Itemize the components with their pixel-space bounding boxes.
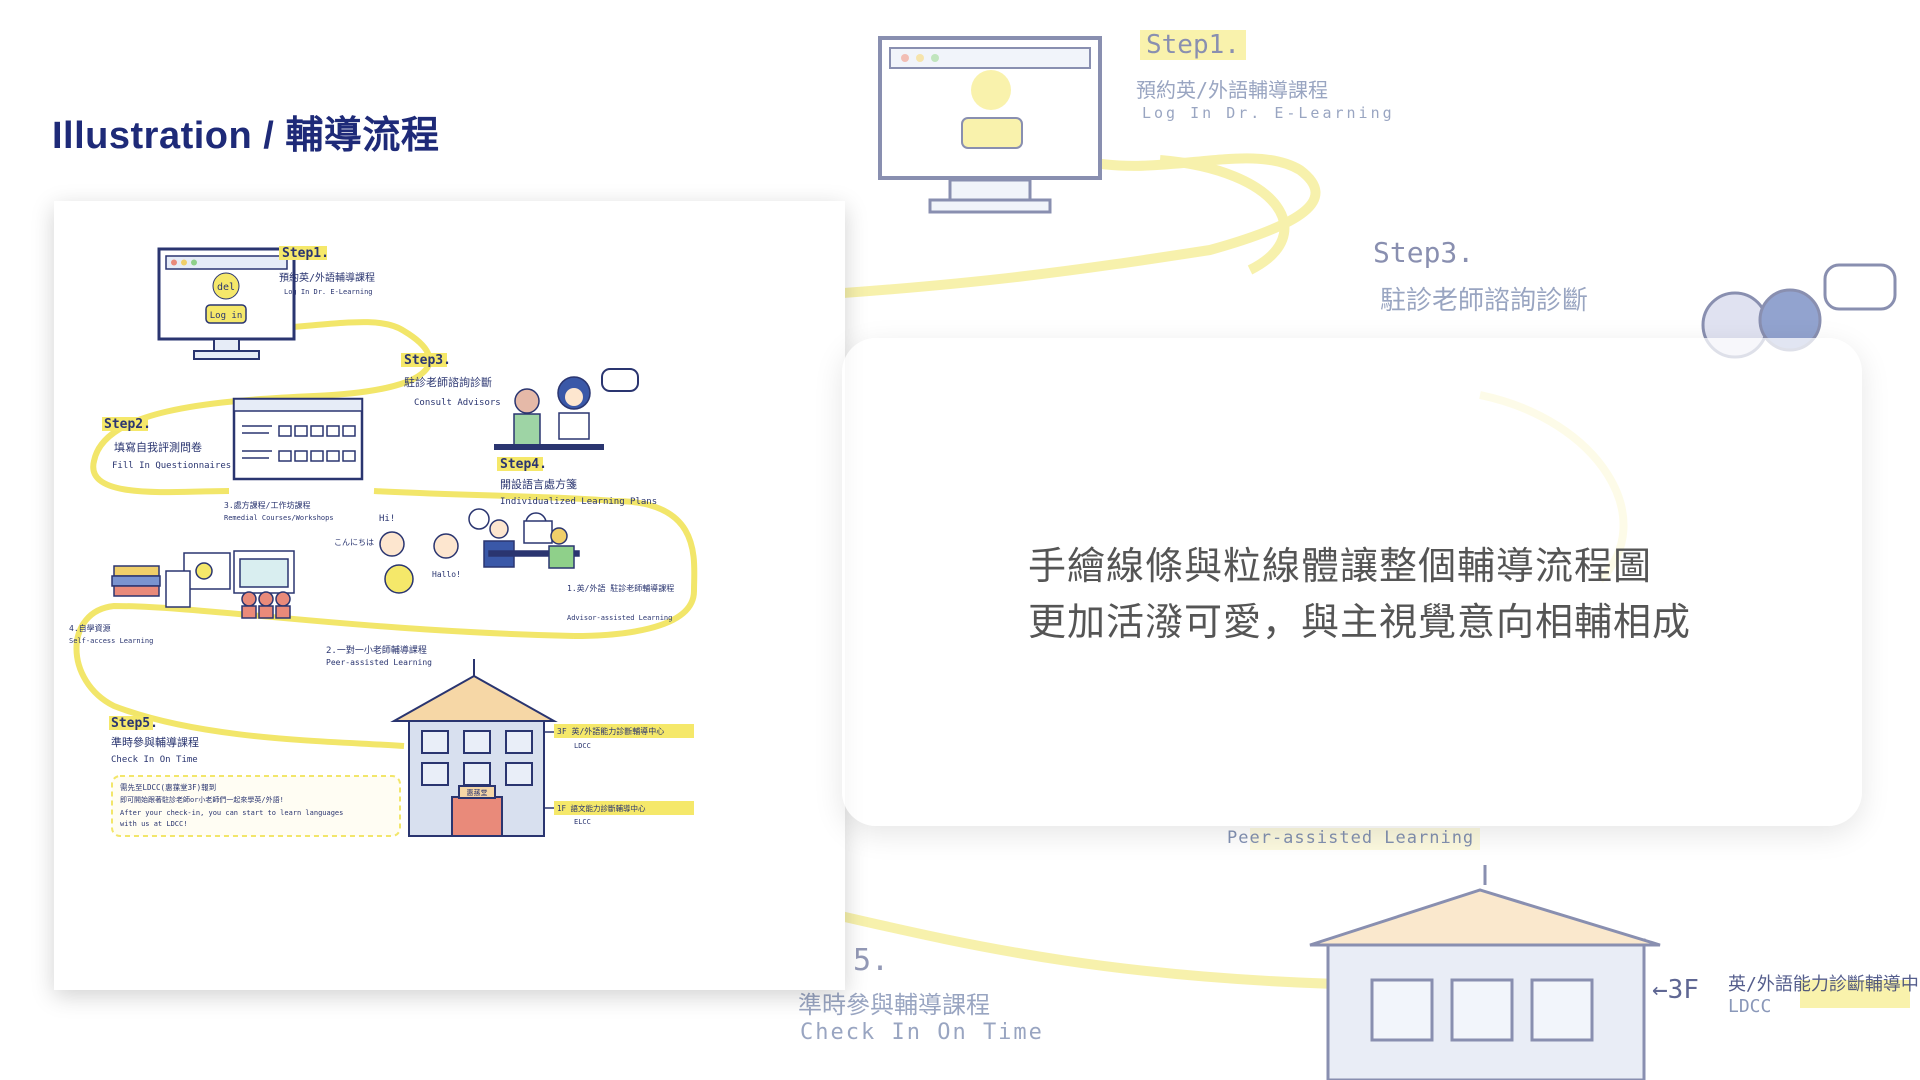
page-title: Illustration / 輔導流程 (52, 115, 440, 157)
opt3-zh: 3.處方課程/工作坊課程 (224, 500, 310, 510)
floor1-en: ELCC (574, 818, 591, 826)
step1-zh: 預約英/外語輔導課程 (279, 271, 375, 284)
note-en-2: with us at LDCC! (120, 820, 187, 828)
note-en-1: After your check-in, you can start to le… (120, 809, 343, 817)
bg-floor3-zh: 英/外語能力診斷輔導中 (1728, 974, 1919, 995)
bg-step3-head: Step3. (1373, 236, 1475, 269)
bg-floor3-mark: ←3F (1652, 975, 1699, 1005)
hallo-text: Hallo! (432, 570, 461, 579)
opt2-zh: 2.一對一小老師輔導課程 (326, 644, 427, 656)
bg-step1-zh: 預約英/外語輔導課程 (1136, 78, 1329, 102)
opt4-zh: 4.自學資源 (69, 623, 111, 633)
step2-zh: 填寫自我評測問卷 (114, 440, 202, 454)
opt1-zh: 1.英/外語 駐診老師輔導課程 (567, 583, 674, 593)
step5-zh: 準時參與輔導課程 (111, 735, 199, 749)
step3-en: Consult Advisors (414, 398, 501, 408)
bg-peer-en: Peer-assisted Learning (1227, 828, 1475, 848)
floor1-zh: 1F 語文能力診斷輔導中心 (557, 803, 646, 813)
step3-head: Step3. (404, 353, 451, 368)
step3-zh: 駐診老師諮詢診斷 (404, 375, 492, 389)
step2-head: Step2. (104, 417, 151, 432)
floor3-zh: 3F 英/外語能力診斷輔導中心 (557, 726, 664, 736)
note-zh-1: 需先至LDCC(惠蓀堂3F)報到 (120, 782, 216, 792)
step4-en: Individualized Learning Plans (500, 497, 657, 507)
step1-head: Step1. (282, 246, 329, 261)
konnichiwa-text: こんにちは (334, 538, 374, 547)
bg-step3-zh: 駐診老師諮詢診斷 (1380, 286, 1589, 316)
bg-step5-head: 5. (853, 943, 890, 978)
bg-step1-head: Step1. (1140, 30, 1246, 60)
step1-en: Log In Dr. E-Learning (284, 288, 373, 296)
caption-line-2: 更加活潑可愛，與主視覺意向相輔相成 (1028, 600, 1692, 644)
caption-text: 手繪線條與粒線體讓整個輔導流程圖 更加活潑可愛，與主視覺意向相輔相成 (1028, 538, 1691, 650)
step4-zh: 開設語言處方箋 (500, 477, 577, 491)
flowchart-illustration: del Log in Step1. 預約英/外語輔導課程 Log In Dr. … (54, 201, 845, 990)
caption-card: 手繪線條與粒線體讓整個輔導流程圖 更加活潑可愛，與主視覺意向相輔相成 (842, 338, 1862, 826)
background-illustration (780, 20, 1920, 1080)
opt2-en: Peer-assisted Learning (326, 658, 432, 667)
note-zh-2: 即可開始跟著駐診老師or小老師們一起來學英/外語! (120, 795, 284, 804)
floor3-en: LDCC (574, 742, 591, 750)
building-sign: 惠蓀堂 (467, 788, 488, 797)
bg-floor3-en: LDCC (1728, 996, 1772, 1017)
step5-en: Check In On Time (111, 755, 198, 765)
del-logo-text: del (217, 282, 235, 293)
step2-en: Fill In Questionnaires (112, 461, 231, 471)
caption-line-1: 手繪線條與粒線體讓整個輔導流程圖 (1028, 544, 1653, 588)
opt4-en: Self-access Learning (69, 637, 153, 645)
bg-step5-zh: 準時參與輔導課程 (798, 991, 990, 1019)
step4-head: Step4. (500, 457, 547, 472)
bg-step5-en: Check In On Time (800, 1020, 1044, 1045)
opt1-en: Advisor-assisted Learning (567, 614, 672, 622)
opt3-en: Remedial Courses/Workshops (224, 514, 334, 522)
step5-head: Step5. (111, 716, 158, 731)
bg-step1-en: Log In Dr. E-Learning (1142, 104, 1395, 122)
hi-text: Hi! (379, 514, 395, 524)
login-button-text: Log in (210, 311, 243, 321)
